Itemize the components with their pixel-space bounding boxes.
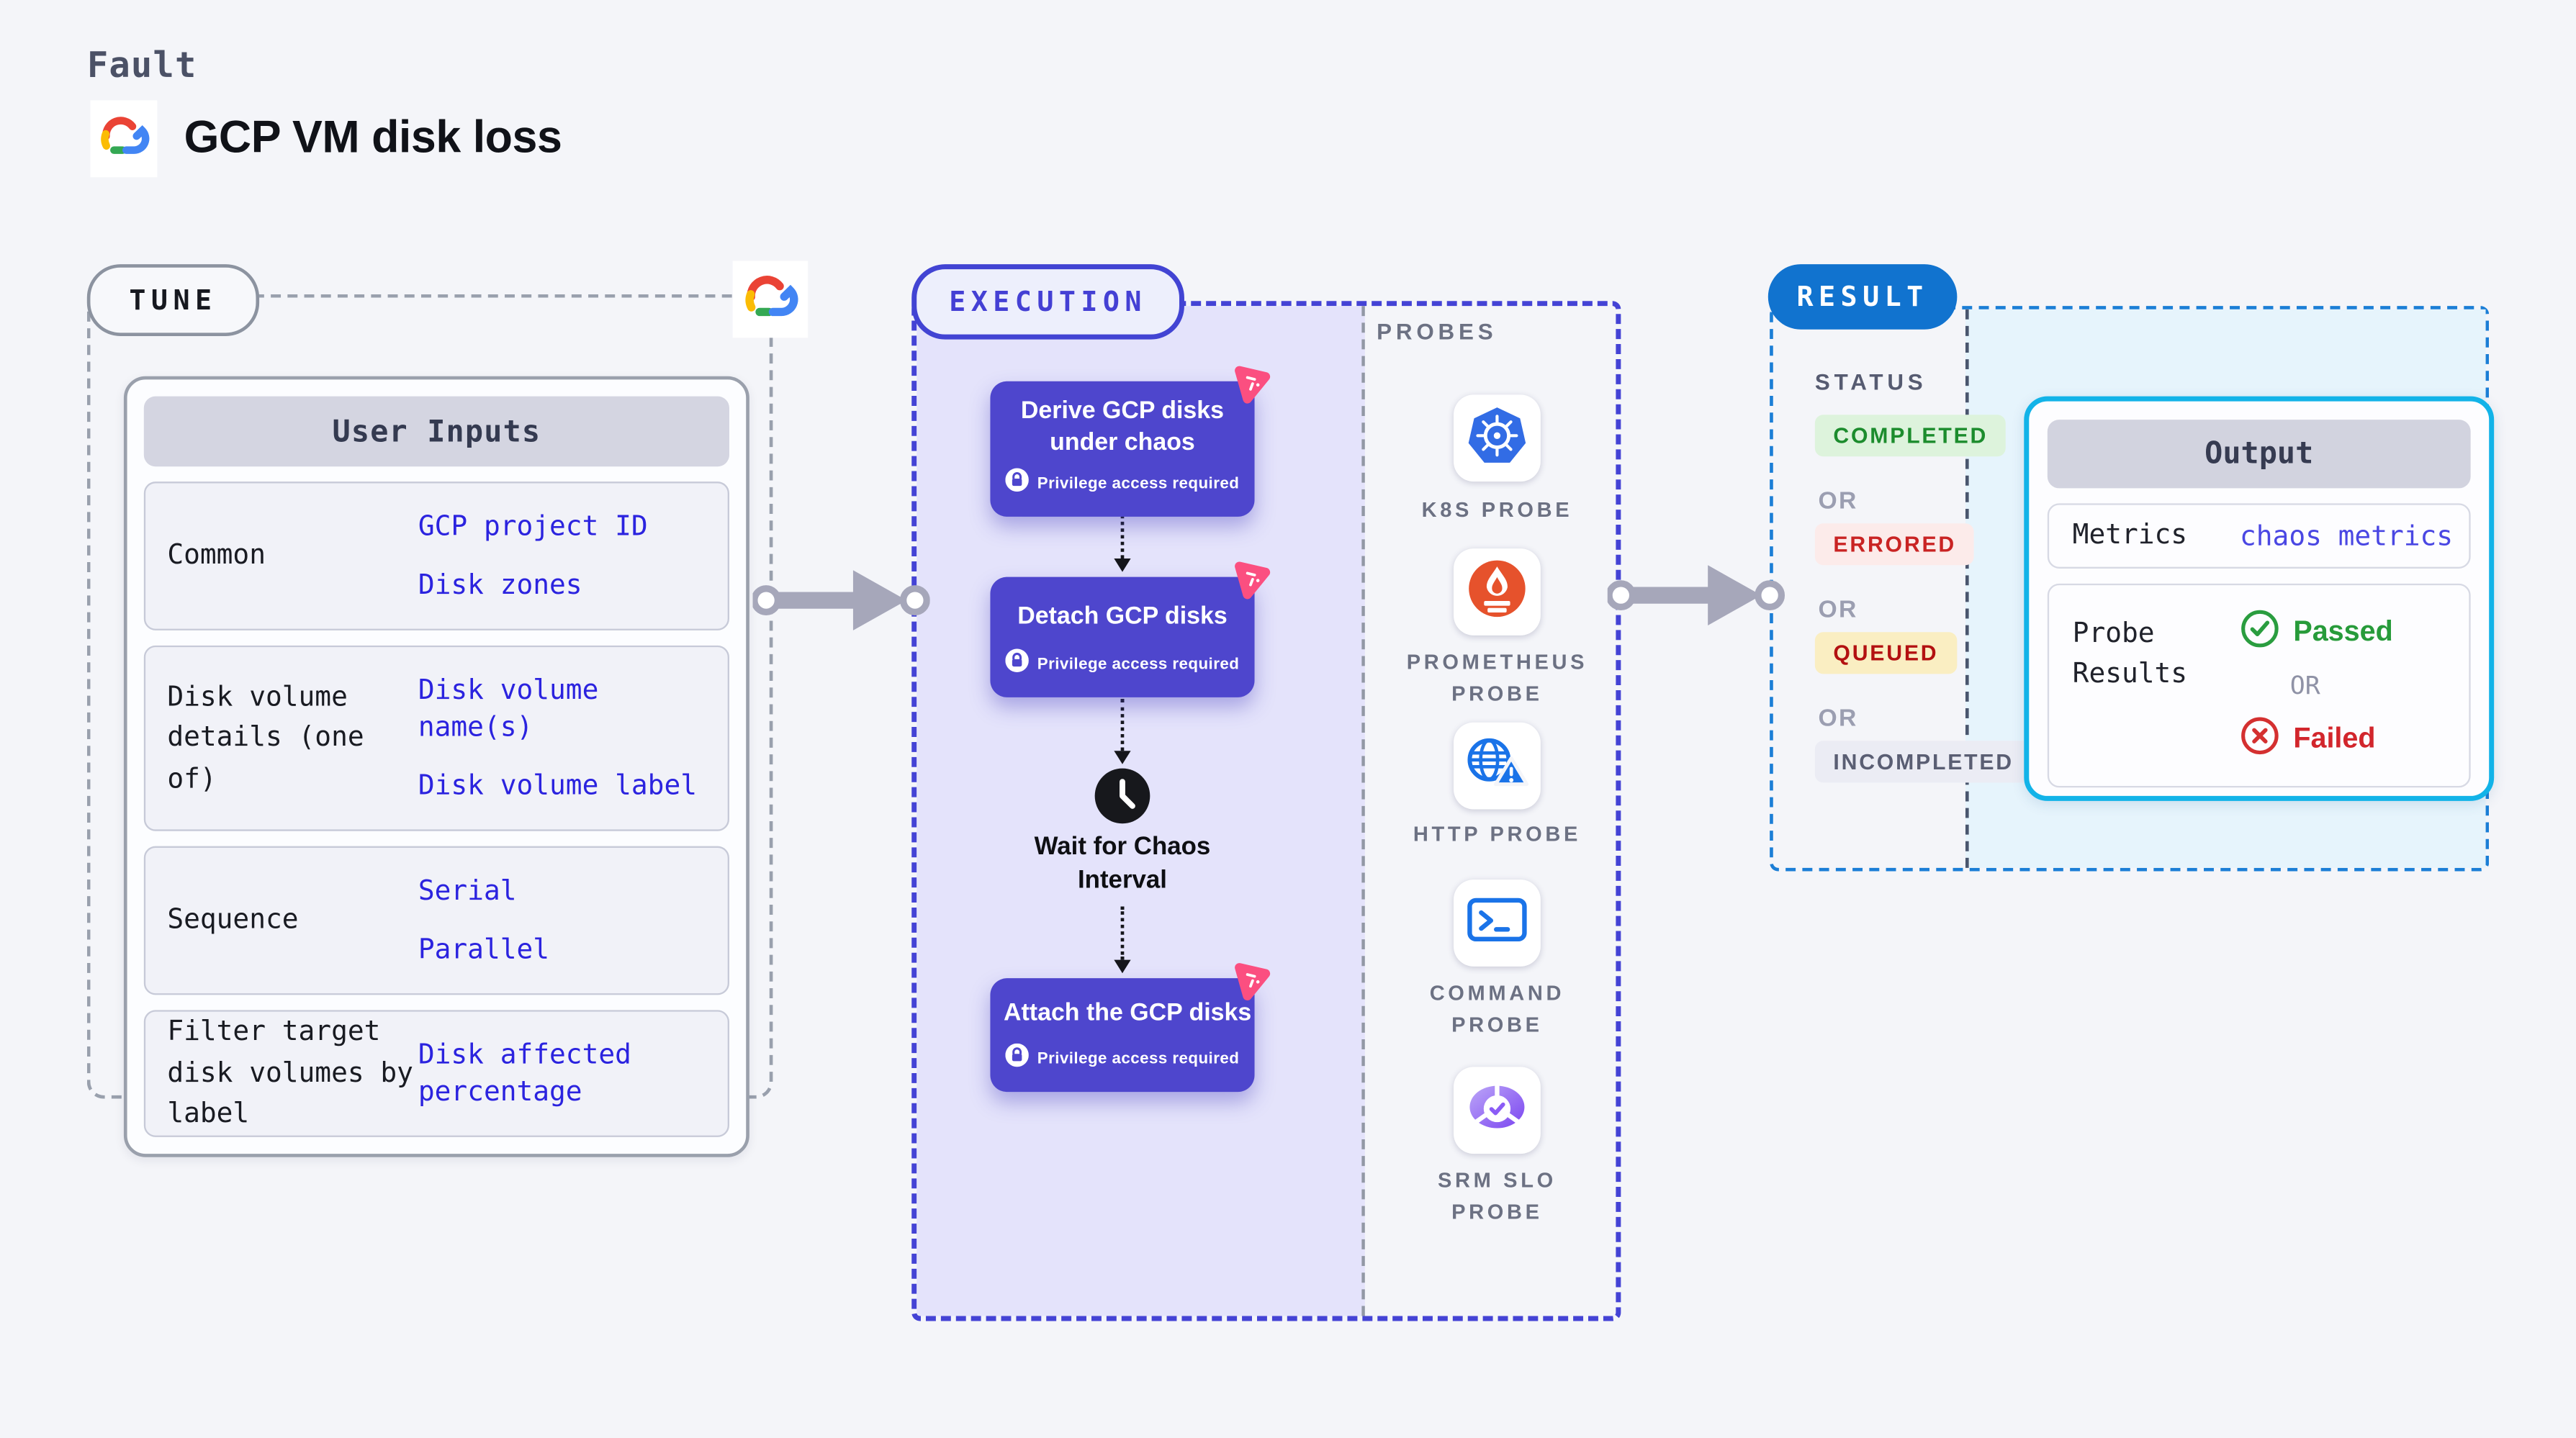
status-badge-completed: COMPLETED (1814, 415, 2007, 457)
probe-tile-srm-slo (1454, 1067, 1541, 1154)
probe-results-row: Probe Results Passed OR (2047, 583, 2471, 788)
step-title: Derive GCP disks under chaos (1020, 397, 1225, 456)
row-value: Disk volume name(s) (418, 674, 599, 743)
probe-label-http: HTTP PROBE (1413, 823, 1581, 846)
execution-pill-label: EXECUTION (949, 286, 1147, 318)
user-inputs-header: User Inputs (143, 396, 729, 467)
user-inputs-table: User Inputs Common GCP project ID Disk z… (123, 376, 749, 1157)
step-derive-gcp-disks: Derive GCP disks under chaos Privilege a… (990, 366, 1271, 517)
probe-results-label: Probe Results (2072, 617, 2188, 690)
metrics-value: chaos metrics (2240, 520, 2454, 552)
gcp-corner-tile (732, 261, 809, 338)
step-title: Detach GCP disks (1017, 603, 1228, 630)
x-circle-icon (2240, 715, 2280, 762)
metrics-label: Metrics (2072, 518, 2188, 551)
status-badge-incompleted: INCOMPLETED (1814, 741, 2032, 783)
chaos-icon (1230, 360, 1275, 405)
arrow-execution-to-result (1606, 560, 1785, 637)
privilege-badge: Privilege access required (1037, 655, 1240, 674)
probe-label-command: COMMAND PROBE (1429, 981, 1565, 1036)
metrics-row: Metrics chaos metrics (2047, 503, 2471, 569)
probe-label-prometheus: PROMETHEUS PROBE (1406, 650, 1588, 705)
check-circle-icon (2240, 609, 2280, 656)
lock-icon (1005, 648, 1030, 680)
fault-kicker: Fault (86, 45, 197, 86)
row-value: GCP project ID (418, 510, 648, 542)
row-label: Disk volume details (one of) (167, 680, 364, 794)
wait-for-chaos-interval-label: Wait for Chaos Interval (1034, 833, 1211, 894)
dotted-arrow-icon (1113, 502, 1130, 572)
dotted-arrow-icon (1113, 906, 1130, 974)
output-header: Output (2047, 420, 2471, 489)
probe-label-k8s: K8S PROBE (1421, 498, 1573, 522)
or-separator: OR (2289, 670, 2320, 701)
execution-pill: EXECUTION (911, 264, 1184, 340)
gcp-logo-icon (95, 112, 152, 166)
row-value: Disk affected percentage (418, 1038, 631, 1108)
or-separator: OR (1818, 597, 1858, 624)
prometheus-icon (1465, 557, 1528, 628)
table-row: Disk volume details (one of) Disk volume… (143, 645, 729, 831)
step-detach-gcp-disks: Detach GCP disks Privilege access requir… (990, 561, 1271, 697)
chaos-icon (1230, 555, 1275, 600)
table-row: Common GCP project ID Disk zones (143, 481, 729, 630)
status-badge-errored: ERRORED (1814, 523, 1975, 566)
row-label: Common (167, 538, 266, 571)
row-value: Disk volume label (418, 769, 698, 801)
tune-pill: TUNE (86, 264, 260, 336)
status-badge-queued: QUEUED (1814, 632, 1957, 674)
row-value: Parallel (418, 933, 550, 965)
row-value: Disk zones (418, 568, 582, 601)
privilege-badge: Privilege access required (1037, 475, 1240, 494)
page-title: GCP VM disk loss (184, 112, 562, 163)
or-separator: OR (1818, 488, 1858, 515)
step-attach-gcp-disks: Attach the GCP disks Privilege access re… (990, 963, 1271, 1092)
result-pill-label: RESULT (1796, 281, 1929, 313)
terminal-icon (1465, 893, 1528, 954)
output-card: Output Metrics chaos metrics Probe Resul… (2024, 396, 2495, 801)
privilege-badge: Privilege access required (1037, 1049, 1240, 1068)
clock-icon (1092, 766, 1153, 826)
kubernetes-icon (1465, 403, 1528, 474)
srm-slo-icon (1465, 1080, 1528, 1141)
row-label: Sequence (167, 903, 299, 936)
lock-icon (1005, 469, 1030, 500)
status-label: STATUS (1814, 369, 1927, 395)
gcp-logo-icon (739, 271, 801, 327)
probe-label-srm-slo: SRM SLO PROBE (1437, 1169, 1557, 1224)
row-label: Filter target disk volumes by label (167, 1016, 413, 1129)
dotted-arrow-icon (1113, 699, 1130, 764)
step-title: Attach the GCP disks (1004, 1000, 1252, 1027)
http-globe-icon (1465, 736, 1529, 796)
probe-tile-k8s (1454, 394, 1541, 482)
lock-icon (1005, 1043, 1030, 1075)
chaos-icon (1230, 957, 1275, 1002)
result-pill: RESULT (1767, 264, 1958, 330)
failed-label: Failed (2293, 722, 2376, 754)
table-row: Filter target disk volumes by label Disk… (143, 1010, 729, 1137)
row-value: Serial (418, 874, 517, 907)
gcp-logo-tile (90, 100, 158, 178)
table-row: Sequence Serial Parallel (143, 846, 729, 995)
or-separator: OR (1818, 705, 1858, 733)
probes-section-label: PROBES (1377, 319, 1498, 345)
tune-pill-label: TUNE (129, 284, 217, 317)
probe-tile-http (1454, 722, 1541, 810)
passed-label: Passed (2293, 615, 2393, 648)
arrow-tune-to-execution (751, 565, 930, 642)
probe-tile-prometheus (1454, 548, 1541, 636)
probe-tile-command (1454, 879, 1541, 967)
